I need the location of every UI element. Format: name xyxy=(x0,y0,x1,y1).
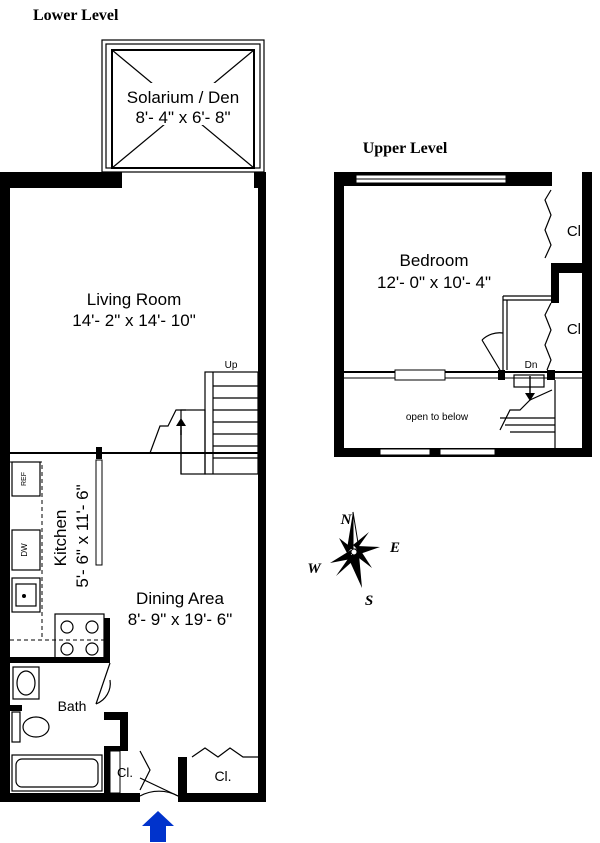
closet-lower-left: Cl. xyxy=(117,765,133,780)
closet-upper-top: Cl. xyxy=(567,223,585,240)
open-to-below-label: open to below xyxy=(406,412,469,423)
lower-staircase xyxy=(149,371,259,475)
upper-closets xyxy=(481,189,555,371)
compass-e: E xyxy=(389,540,400,556)
entry-arrow-icon xyxy=(142,811,174,842)
lower-level-title: Lower Level xyxy=(33,7,119,24)
lower-closets xyxy=(109,747,258,797)
kitchen-name: Kitchen xyxy=(51,510,70,567)
dining-area-name: Dining Area xyxy=(136,589,224,608)
bath-name: Bath xyxy=(58,698,87,714)
stair-down-label: Dn xyxy=(525,360,538,371)
refrigerator-label: REF xyxy=(21,472,28,486)
stair-up-label: Up xyxy=(225,360,238,371)
compass-n: N xyxy=(340,512,353,528)
living-room-name: Living Room xyxy=(87,290,182,309)
compass-rose-icon xyxy=(330,511,380,588)
bedroom-name: Bedroom xyxy=(400,251,469,270)
dining-area-size: 8'- 9" x 19'- 6" xyxy=(128,610,233,629)
closet-upper-bottom: Cl. xyxy=(567,321,585,338)
closet-lower-right: Cl. xyxy=(214,768,231,784)
bath-fixtures xyxy=(11,662,111,792)
compass-w: W xyxy=(307,561,322,577)
bedroom-size: 12'- 0" x 10'- 4" xyxy=(377,273,491,292)
upper-level-title: Upper Level xyxy=(363,140,448,157)
living-room-size: 14'- 2" x 14'- 10" xyxy=(72,311,195,330)
solarium-name: Solarium / Den xyxy=(127,88,239,107)
compass-s: S xyxy=(365,593,373,609)
upper-staircase xyxy=(499,374,556,448)
kitchen-fixtures xyxy=(10,461,105,661)
lower-walls xyxy=(0,172,266,802)
upper-walls xyxy=(334,172,592,457)
kitchen-size: 5'- 6" x 11'- 6" xyxy=(73,484,92,587)
dishwasher-label: DW xyxy=(20,543,29,557)
solarium-size: 8'- 4" x 6'- 8" xyxy=(135,108,230,127)
solarium-label-backdrop xyxy=(114,83,252,125)
